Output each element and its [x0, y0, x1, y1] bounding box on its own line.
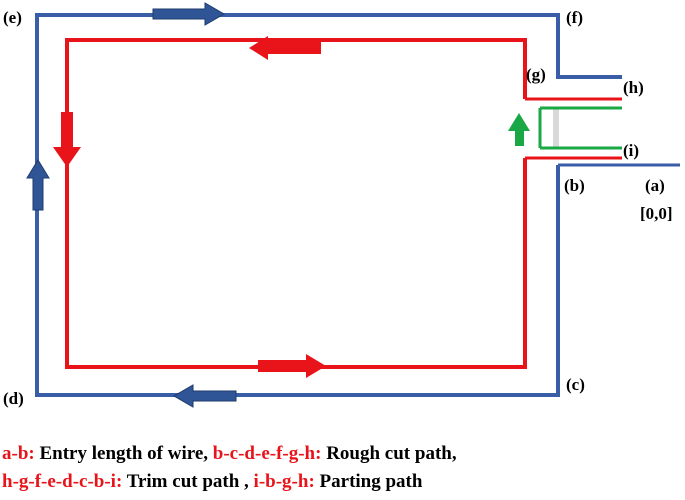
- legend-key-entry: a-b:: [2, 443, 35, 464]
- label-point-d: (d): [3, 389, 24, 408]
- label-point-f: (f): [566, 8, 583, 27]
- arrow-green-up-icon: [508, 113, 530, 146]
- legend-key-parting: i-b-g-h:: [253, 471, 315, 492]
- legend-key-trim: h-g-f-e-d-c-b-i:: [2, 471, 123, 492]
- label-point-h: (h): [623, 78, 644, 97]
- legend-text-entry: Entry length of wire,: [34, 443, 213, 464]
- parting-path: [538, 106, 622, 150]
- trim-path-outer-loop: [35, 13, 622, 397]
- rough-path-loop: [65, 38, 527, 369]
- trim-cut-path: [35, 13, 680, 397]
- legend-key-rough: b-c-d-e-f-g-h:: [212, 443, 322, 464]
- arrow-red-left-down-icon: [53, 112, 81, 167]
- arrow-red-top-left-icon: [249, 36, 321, 60]
- legend-text-rough: Rough cut path,: [321, 443, 457, 464]
- label-point-b: (b): [564, 176, 585, 195]
- arrow-blue-top-right-icon: [152, 2, 225, 26]
- rough-cut-path: [65, 38, 622, 369]
- label-point-e: (e): [3, 8, 22, 27]
- legend-line-1: a-b: Entry length of wire, b-c-d-e-f-g-h…: [2, 441, 682, 467]
- label-point-c: (c): [566, 375, 585, 394]
- label-point-g: (g): [526, 65, 546, 84]
- legend-line-2: h-g-f-e-d-c-b-i: Trim cut path , i-b-g-h…: [2, 469, 682, 495]
- legend-text-trim: Trim cut path ,: [122, 471, 254, 492]
- kerf-gap: [553, 108, 559, 148]
- label-point-i: (i): [623, 141, 639, 160]
- label-origin-coordinate: [0,0]: [640, 204, 673, 223]
- arrow-blue-left-up-icon: [26, 159, 50, 211]
- label-point-a: (a): [645, 176, 665, 195]
- arrow-blue-bottom-left-icon: [173, 384, 237, 408]
- legend-text-parting: Parting path: [314, 471, 423, 492]
- arrow-red-bottom-right-icon: [258, 354, 326, 378]
